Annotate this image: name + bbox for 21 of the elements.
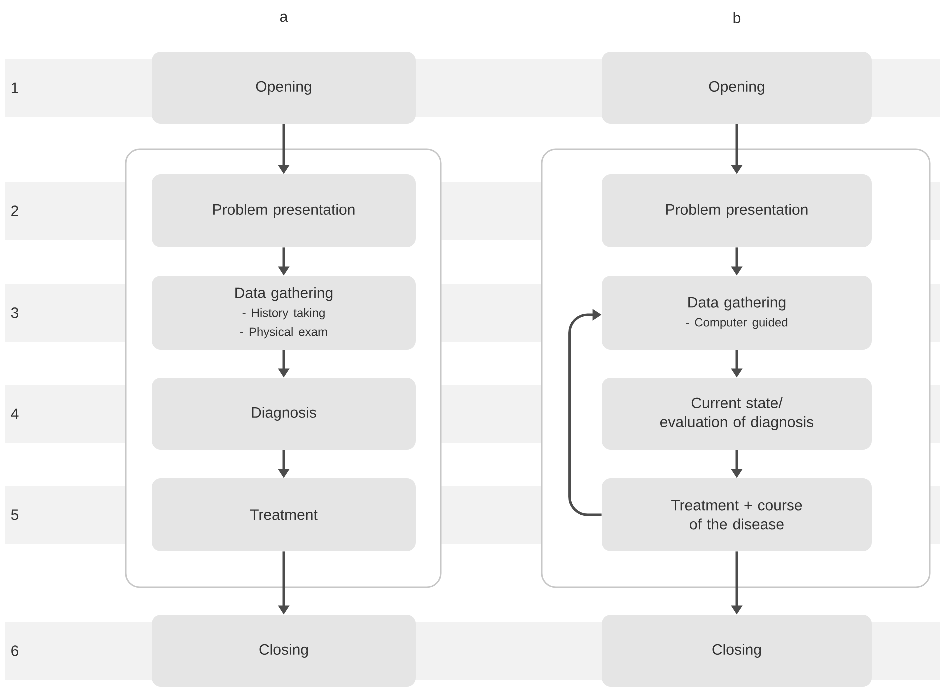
process-box: Data gathering - History taking - Physical exam (152, 276, 416, 350)
process-box: Closing (602, 615, 872, 687)
process-box: Problem presentation (152, 174, 416, 248)
process-box: Diagnosis (152, 378, 416, 450)
row-number: 1 (12, 82, 18, 94)
row-number: 2 (12, 206, 18, 216)
row-number: 6 (12, 646, 19, 656)
column-label: b (734, 12, 741, 24)
process-box: Opening (602, 52, 872, 124)
process-box: Opening (152, 52, 416, 124)
process-box: Treatment + course of the disease (602, 478, 872, 552)
process-box: Problem presentation (602, 174, 872, 248)
process-box: Data gathering - Computer guided (602, 276, 872, 350)
process-box: Closing (152, 615, 416, 687)
column-label: a (280, 14, 288, 22)
process-box: Current state/ evaluation of diagnosis (602, 378, 872, 450)
row-number: 4 (11, 408, 19, 420)
process-box: Treatment (152, 478, 416, 552)
row-number: 5 (11, 510, 19, 520)
row-number: 3 (11, 308, 19, 318)
arrow (568, 309, 602, 516)
